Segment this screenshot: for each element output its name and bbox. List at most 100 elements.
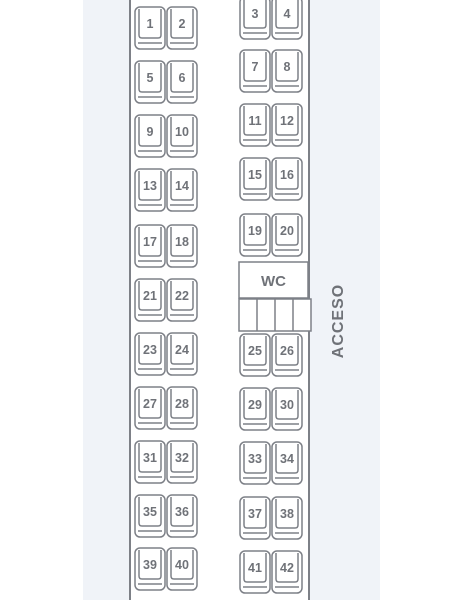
seat-number: 39 bbox=[143, 558, 157, 572]
seat-backrest bbox=[138, 171, 162, 201]
seat-32[interactable]: 32 bbox=[166, 440, 198, 484]
seat-backrest bbox=[138, 497, 162, 527]
seat-backrest bbox=[138, 227, 162, 257]
seat-24[interactable]: 24 bbox=[166, 332, 198, 376]
seat-backrest bbox=[138, 389, 162, 419]
seat-26[interactable]: 26 bbox=[271, 333, 303, 377]
seat-15[interactable]: 15 bbox=[239, 157, 271, 201]
seat-backrest bbox=[275, 390, 299, 420]
seat-number: 40 bbox=[175, 558, 189, 572]
seat-number: 29 bbox=[248, 398, 262, 412]
seat-number: 27 bbox=[143, 397, 157, 411]
seat-number: 18 bbox=[175, 235, 189, 249]
seat-13[interactable]: 13 bbox=[134, 168, 166, 212]
seat-backrest bbox=[275, 106, 299, 136]
wc-room bbox=[238, 261, 309, 299]
seat-backrest bbox=[138, 443, 162, 473]
seat-number: 34 bbox=[280, 452, 294, 466]
seat-number: 36 bbox=[175, 505, 189, 519]
seat-backrest bbox=[170, 117, 194, 147]
seat-35[interactable]: 35 bbox=[134, 494, 166, 538]
seat-backrest bbox=[138, 335, 162, 365]
seat-20[interactable]: 20 bbox=[271, 213, 303, 257]
seat-number: 20 bbox=[280, 224, 294, 238]
seat-11[interactable]: 11 bbox=[239, 103, 271, 147]
seat-number: 37 bbox=[248, 507, 262, 521]
seat-backrest bbox=[243, 160, 267, 190]
seat-backrest bbox=[170, 281, 194, 311]
seat-5[interactable]: 5 bbox=[134, 60, 166, 104]
seat-number: 9 bbox=[147, 125, 154, 139]
seat-7[interactable]: 7 bbox=[239, 49, 271, 93]
seat-22[interactable]: 22 bbox=[166, 278, 198, 322]
seat-number: 31 bbox=[143, 451, 157, 465]
seat-23[interactable]: 23 bbox=[134, 332, 166, 376]
seat-3[interactable]: 3 bbox=[239, 0, 271, 40]
seat-10[interactable]: 10 bbox=[166, 114, 198, 158]
seat-1[interactable]: 1 bbox=[134, 6, 166, 50]
seat-number: 35 bbox=[143, 505, 157, 519]
seat-number: 16 bbox=[280, 168, 294, 182]
seat-27[interactable]: 27 bbox=[134, 386, 166, 430]
seat-backrest bbox=[170, 63, 194, 93]
seat-37[interactable]: 37 bbox=[239, 496, 271, 540]
seat-18[interactable]: 18 bbox=[166, 224, 198, 268]
seat-backrest bbox=[243, 52, 267, 82]
seat-4[interactable]: 4 bbox=[271, 0, 303, 40]
seat-backrest bbox=[275, 336, 299, 366]
seat-backrest bbox=[170, 389, 194, 419]
seat-backrest bbox=[138, 117, 162, 147]
seat-number: 19 bbox=[248, 224, 262, 238]
seat-29[interactable]: 29 bbox=[239, 387, 271, 431]
acceso-label: ACCESO bbox=[330, 284, 347, 358]
seat-number: 22 bbox=[175, 289, 189, 303]
seat-9[interactable]: 9 bbox=[134, 114, 166, 158]
seat-28[interactable]: 28 bbox=[166, 386, 198, 430]
seat-number: 1 bbox=[147, 17, 154, 31]
seat-backrest bbox=[138, 281, 162, 311]
seat-21[interactable]: 21 bbox=[134, 278, 166, 322]
seat-12[interactable]: 12 bbox=[271, 103, 303, 147]
seat-25[interactable]: 25 bbox=[239, 333, 271, 377]
seat-31[interactable]: 31 bbox=[134, 440, 166, 484]
seat-34[interactable]: 34 bbox=[271, 441, 303, 485]
seat-41[interactable]: 41 bbox=[239, 550, 271, 594]
seat-backrest bbox=[243, 336, 267, 366]
seat-backrest bbox=[275, 216, 299, 246]
seat-backrest bbox=[243, 444, 267, 474]
seat-14[interactable]: 14 bbox=[166, 168, 198, 212]
seat-17[interactable]: 17 bbox=[134, 224, 166, 268]
seat-number: 42 bbox=[280, 561, 294, 575]
seat-backrest bbox=[243, 553, 267, 583]
seat-40[interactable]: 40 bbox=[166, 547, 198, 591]
seat-number: 26 bbox=[280, 344, 294, 358]
seat-42[interactable]: 42 bbox=[271, 550, 303, 594]
seat-39[interactable]: 39 bbox=[134, 547, 166, 591]
seat-36[interactable]: 36 bbox=[166, 494, 198, 538]
seat-38[interactable]: 38 bbox=[271, 496, 303, 540]
seat-number: 33 bbox=[248, 452, 262, 466]
seat-33[interactable]: 33 bbox=[239, 441, 271, 485]
seat-8[interactable]: 8 bbox=[271, 49, 303, 93]
seat-30[interactable]: 30 bbox=[271, 387, 303, 431]
seat-backrest bbox=[275, 499, 299, 529]
wc-label: WC bbox=[261, 273, 286, 290]
seat-6[interactable]: 6 bbox=[166, 60, 198, 104]
seat-number: 13 bbox=[143, 179, 157, 193]
seat-19[interactable]: 19 bbox=[239, 213, 271, 257]
seat-backrest bbox=[170, 443, 194, 473]
seat-16[interactable]: 16 bbox=[271, 157, 303, 201]
seat-backrest bbox=[138, 550, 162, 580]
seat-number: 25 bbox=[248, 344, 262, 358]
seat-number: 15 bbox=[248, 168, 262, 182]
seat-backrest bbox=[170, 171, 194, 201]
seat-2[interactable]: 2 bbox=[166, 6, 198, 50]
seat-number: 41 bbox=[248, 561, 262, 575]
seat-outline bbox=[271, 0, 303, 40]
seat-number: 2 bbox=[179, 17, 186, 31]
seat-backrest bbox=[275, 52, 299, 82]
seat-number: 32 bbox=[175, 451, 189, 465]
